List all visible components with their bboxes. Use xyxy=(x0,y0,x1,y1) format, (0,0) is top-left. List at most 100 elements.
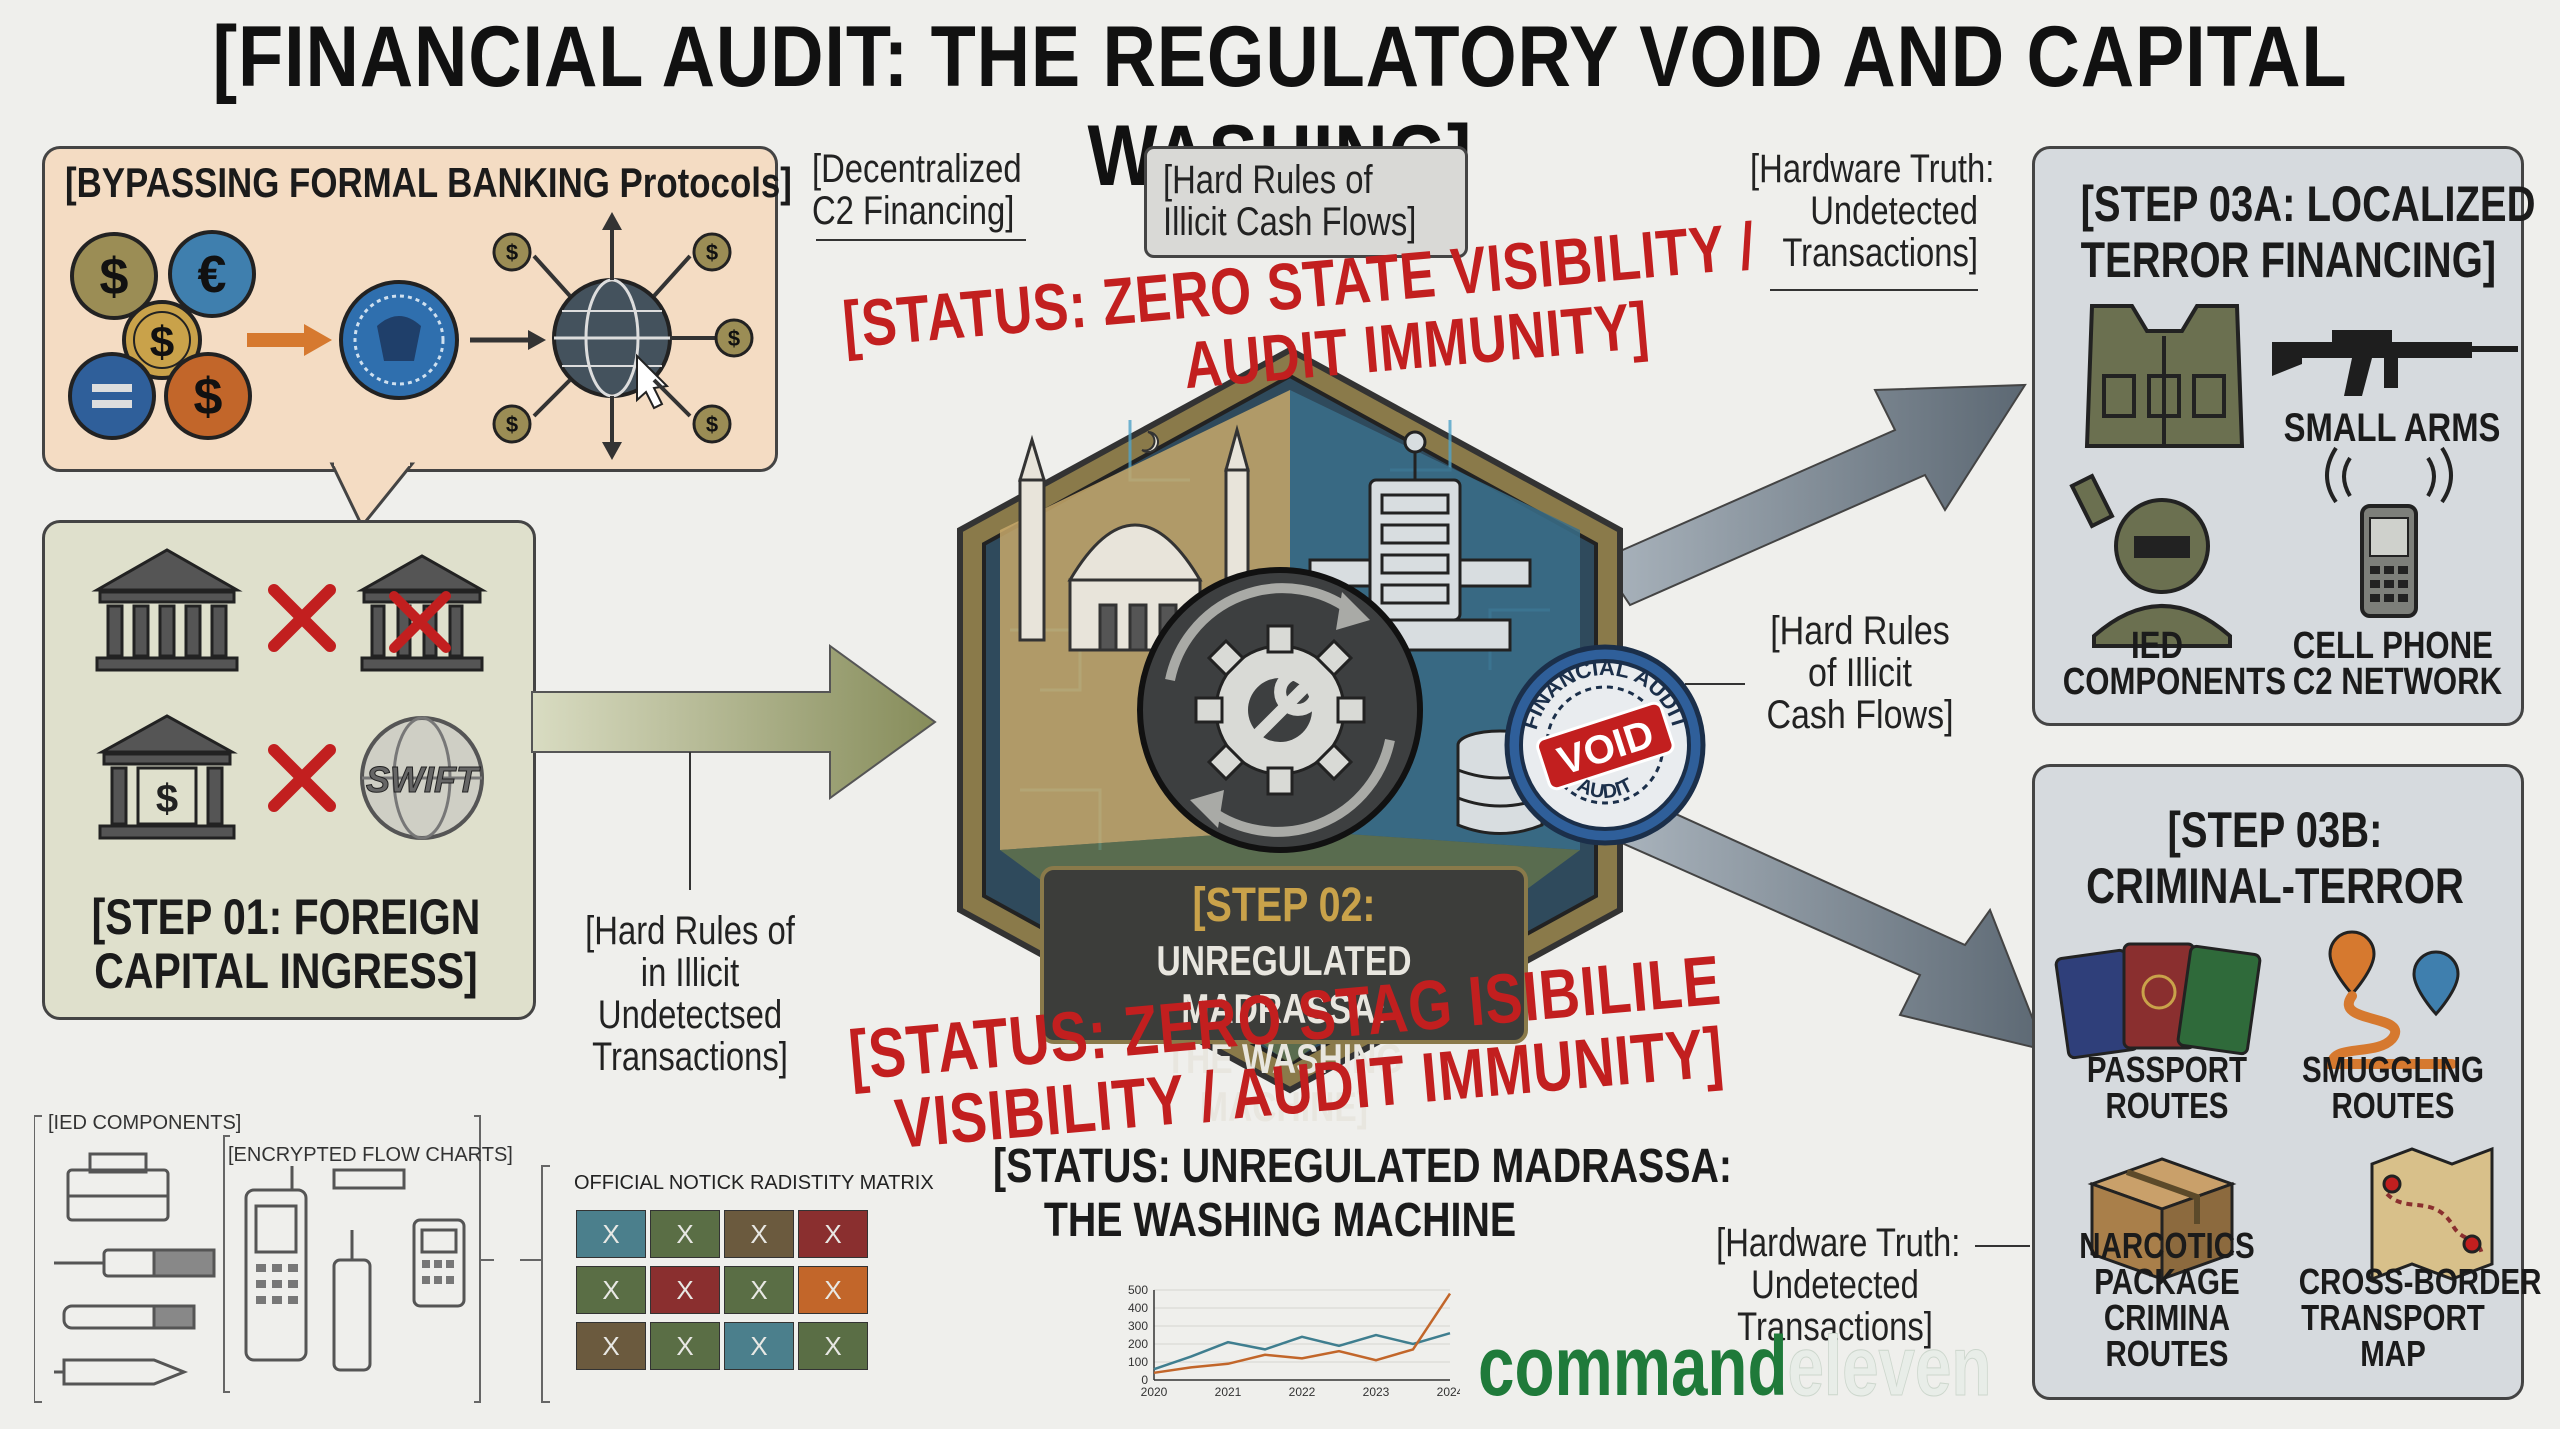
svg-text:$: $ xyxy=(706,240,718,265)
matrix-cell: X xyxy=(576,1266,646,1314)
chart-y-tick: 0 xyxy=(1141,1373,1148,1387)
ied-components-caption: [IED COMPONENTS] xyxy=(48,1112,242,1134)
chart-series-line-1 xyxy=(1153,1292,1452,1375)
note-decentralized: [Decentralized C2 Financing] xyxy=(812,147,1022,233)
ingress-arrow xyxy=(531,644,937,800)
route-pin-icon xyxy=(2326,930,2460,1069)
coin-stack-icon: $ xyxy=(122,300,202,380)
note-hardware-bottom: [Hardware Truth: Undetected Transactions… xyxy=(1716,1221,1961,1349)
matrix-cell: X xyxy=(576,1322,646,1370)
matrix-cell: X xyxy=(724,1266,794,1314)
brand-part1: command xyxy=(1478,1319,1788,1413)
soldier-icon xyxy=(2069,473,2232,648)
narcotics-label: NARCOTICS PACKAGE CRIMINA ROUTES xyxy=(2079,1225,2255,1374)
matrix-cell: X xyxy=(798,1266,868,1314)
svg-text:$: $ xyxy=(706,412,718,437)
matrix-cell: X xyxy=(724,1210,794,1258)
chart-y-tick: 400 xyxy=(1128,1301,1148,1315)
matrix-cell: X xyxy=(576,1210,646,1258)
cell-phone-label: CELL PHONE C2 NETWORK xyxy=(2292,625,2503,703)
svg-text:$: $ xyxy=(728,326,740,351)
matrix-cell: X xyxy=(798,1322,868,1370)
chart-y-tick: 100 xyxy=(1128,1355,1148,1369)
matrix-cell: X xyxy=(650,1322,720,1370)
bank-icon xyxy=(91,548,243,672)
treasure-map-icon xyxy=(2370,1146,2494,1282)
step02-line1: [STEP 02: xyxy=(1192,879,1376,932)
svg-text:€: € xyxy=(198,246,227,304)
currency-coin-icon xyxy=(68,352,156,440)
step03a-heading: [STEP 03A: LOCALIZED TERROR FINANCING] xyxy=(2080,176,2536,288)
matrix-cell: X xyxy=(724,1322,794,1370)
step02-line2: UNREGULATED MADRASSA: xyxy=(1156,937,1412,1032)
brand-part2: eleven xyxy=(1787,1319,1992,1413)
official-seal-icon xyxy=(339,280,459,400)
note-hard-rules-mid: [Hard Rules of Illicit Cash Flows] xyxy=(1766,609,1954,737)
globe-network-icon: $ $ $ $ $ xyxy=(492,212,754,460)
chart-x-tick: 2021 xyxy=(1215,1385,1242,1399)
note-hard-rules-box: [Hard Rules of Illicit Cash Flows] xyxy=(1144,146,1468,258)
step03b-panel xyxy=(2032,764,2524,1400)
step03b-icons xyxy=(2054,930,2494,1282)
step01-label: [STEP 01: FOREIGN CAPITAL INGRESS] xyxy=(91,889,481,999)
ied-components-label: IED COMPONENTS xyxy=(2062,625,2287,703)
svg-text:$: $ xyxy=(150,318,174,367)
step02-label-box: [STEP 02: UNREGULATED MADRASSA: THE WASH… xyxy=(1040,866,1528,1130)
chart-y-tick: 200 xyxy=(1128,1337,1148,1351)
cross-border-label: CROSS-BORDER TRANSPORT MAP xyxy=(2298,1261,2542,1374)
step03b-heading: [STEP 03B: CRIMINAL-TERROR xyxy=(2086,802,2464,914)
note-hardware-top: [Hardware Truth: Undetected Transactions… xyxy=(1750,147,1995,275)
trend-line-chart: 010020030040050020202021202220232024 xyxy=(1128,1283,1460,1399)
chart-y-tick: 300 xyxy=(1128,1319,1148,1333)
svg-text:$: $ xyxy=(506,412,518,437)
bypass-heading: [BYPASSING FORMAL BANKING Protocols] xyxy=(65,159,792,206)
euro-coin-icon: € xyxy=(168,230,256,318)
chart-y-tick: 500 xyxy=(1128,1283,1148,1297)
step03a-icons xyxy=(2069,304,2518,648)
step02-line3: THE WASHING MACHINE] xyxy=(1165,1035,1403,1130)
matrix-title: OFFICIAL NOTICK RADISTITY MATRIX xyxy=(574,1172,934,1194)
small-arms-label: SMALL ARMS xyxy=(2283,406,2501,450)
svg-text:$: $ xyxy=(100,248,129,306)
svg-text:$: $ xyxy=(156,777,178,821)
financial-audit-void-badge: FINANCIAL AUDIT VOID AUDIT xyxy=(1504,644,1706,846)
encrypted-flow-caption: [ENCRYPTED FLOW CHARTS] xyxy=(228,1144,513,1166)
status-black-label: [STATUS: UNREGULATED MADRASSA: THE WASHI… xyxy=(993,1140,1733,1247)
chart-x-tick: 2024 xyxy=(1437,1385,1460,1399)
smuggling-routes-label: SMUGGLING ROUTES xyxy=(2301,1049,2485,1126)
matrix-bracket xyxy=(520,1165,550,1403)
cell-phone-icon xyxy=(2325,446,2453,618)
bank-blocked-icon xyxy=(356,554,488,672)
sketch-components xyxy=(34,1115,494,1403)
dollar-coin-icon: $ xyxy=(70,232,158,320)
bank-dollar-icon xyxy=(96,714,238,840)
note-hard-rules-low: [Hard Rules of in Illicit Undetectsed Tr… xyxy=(585,909,795,1079)
step01-illustration: $ SWIFT xyxy=(91,548,488,840)
tactical-vest-icon xyxy=(2084,304,2245,448)
swift-globe-icon xyxy=(360,716,484,840)
passport-routes-label: PASSPORT ROUTES xyxy=(2086,1049,2248,1126)
chart-series-line-0 xyxy=(1153,1332,1451,1371)
chart-x-tick: 2022 xyxy=(1289,1385,1316,1399)
matrix-cell: X xyxy=(650,1210,720,1258)
arrow-to-step03b xyxy=(1613,798,2047,1052)
dollar-coin-icon: $ xyxy=(164,352,252,440)
arrow-right-icon xyxy=(304,324,332,356)
svg-text:$: $ xyxy=(506,240,518,265)
bypass-illustration: $ € $ $ $ $ $ $ $ xyxy=(68,212,754,529)
blocked-x-icon xyxy=(268,584,336,652)
matrix-cell: X xyxy=(650,1266,720,1314)
arrow-to-step03a xyxy=(1598,383,2027,607)
blocked-x-icon xyxy=(268,744,336,812)
passport-icon xyxy=(2054,942,2262,1060)
rifle-icon xyxy=(2272,330,2518,396)
matrix-cell: X xyxy=(798,1210,868,1258)
swift-label: SWIFT xyxy=(366,759,481,800)
gear-wrench-icon xyxy=(1137,567,1423,853)
brand-logo: commandeleven xyxy=(1478,1324,1992,1409)
svg-text:$: $ xyxy=(194,368,223,426)
package-box-icon xyxy=(2087,1157,2237,1282)
chart-x-tick: 2020 xyxy=(1141,1385,1168,1399)
